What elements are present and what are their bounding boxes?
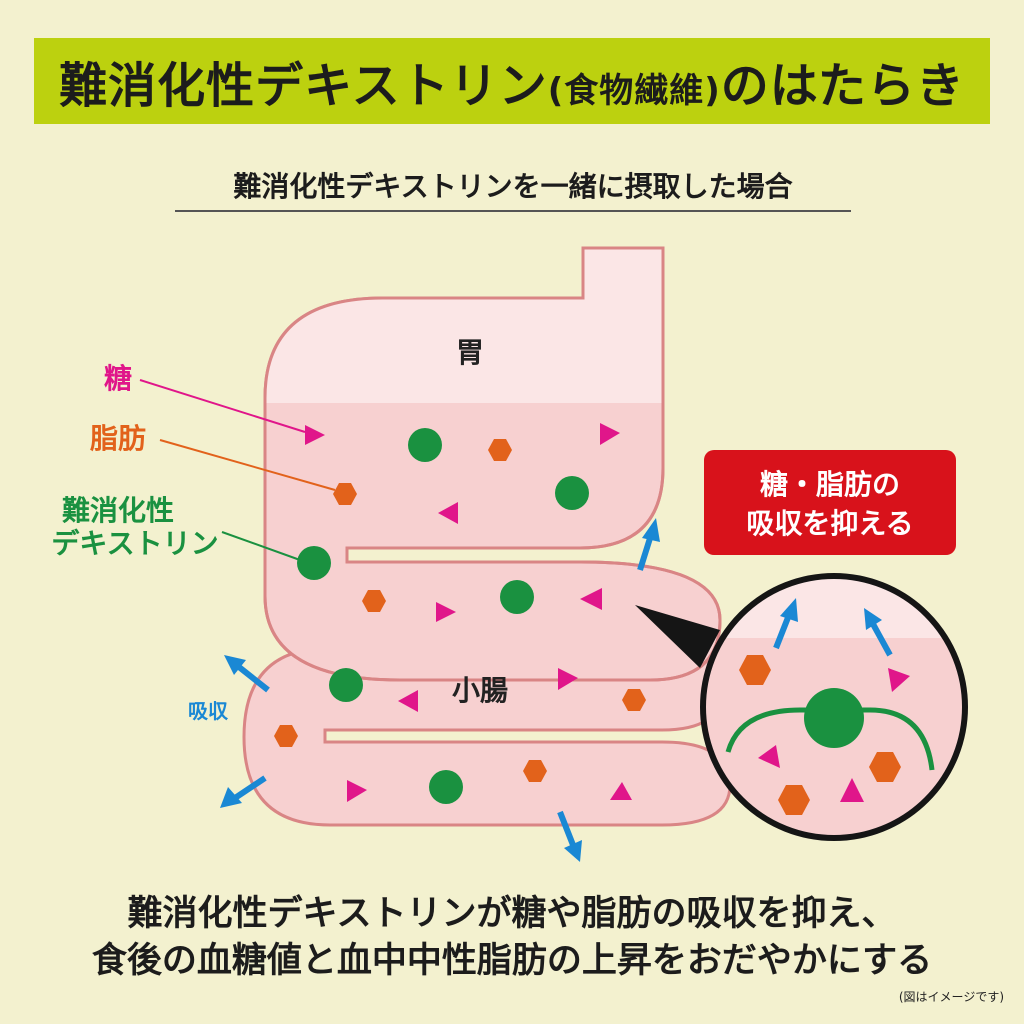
legend-fiber-label-2: デキストリン <box>51 527 218 560</box>
zoom-pointer <box>635 605 720 668</box>
footer-line-2: 食後の血糖値と血中中性脂肪の上昇をおだやかにする <box>91 941 933 981</box>
sugar-particle <box>758 745 780 768</box>
fat-particle <box>739 655 771 685</box>
fiber-particles <box>297 428 589 804</box>
absorption-callout: 糖・脂肪の 吸収を抑える <box>704 450 956 555</box>
sugar-particle <box>347 780 367 802</box>
legend-fat-label: 脂肪 <box>90 422 146 455</box>
sugar-particle <box>438 502 458 524</box>
title-paren: (食物繊維) <box>547 71 721 111</box>
arrow-icon <box>637 518 660 571</box>
fiber-leader-line <box>221 531 301 561</box>
sugar-particle <box>580 588 602 610</box>
zoom-circle <box>700 573 968 841</box>
sugar-particle <box>436 602 456 622</box>
legend-fiber-label-1: 難消化性 <box>62 494 174 527</box>
legend-sugar-label: 糖 <box>104 362 132 395</box>
page-title: 難消化性デキストリン(食物繊維)のはたらき <box>59 46 965 116</box>
sugar-leader-line <box>139 379 306 433</box>
title-tail: のはたらき <box>720 58 965 114</box>
sugar-particle <box>840 778 864 802</box>
callout-line-1: 糖・脂肪の <box>760 468 900 501</box>
sugar-particle <box>888 668 910 692</box>
fat-particle <box>869 752 901 782</box>
absorption-arrows <box>220 518 660 862</box>
sugar-particle <box>558 668 578 690</box>
fiber-particle <box>329 668 363 702</box>
subtitle: 難消化性デキストリンを一緒に摂取した場合 <box>233 170 793 203</box>
fat-particle <box>622 689 646 711</box>
fiber-particle <box>408 428 442 462</box>
arrow-icon <box>557 810 582 862</box>
fiber-particle <box>500 580 534 614</box>
arrow-icon <box>864 608 893 657</box>
fiber-particle <box>429 770 463 804</box>
fat-particle <box>488 439 512 461</box>
fiber-particle <box>555 476 589 510</box>
fat-particle <box>778 785 810 815</box>
fat-particle <box>362 590 386 612</box>
fat-particle <box>274 725 298 747</box>
fiber-particle <box>297 546 331 580</box>
sugar-particle <box>305 425 325 445</box>
fat-particles <box>274 439 646 782</box>
fiber-particle <box>804 688 864 748</box>
title-main: 難消化性デキストリン <box>59 58 548 114</box>
fat-particle <box>523 760 547 782</box>
title-banner: 難消化性デキストリン(食物繊維)のはたらき <box>34 38 990 124</box>
footer-line-1: 難消化性デキストリンが糖や脂肪の吸収を抑え、 <box>127 894 897 934</box>
sugar-particle <box>600 423 620 445</box>
intestine-label: 小腸 <box>452 674 508 707</box>
arrow-icon <box>773 598 798 650</box>
callout-line-2: 吸収を抑える <box>746 507 913 540</box>
absorb-label: 吸収 <box>188 699 229 723</box>
stomach-label: 胃 <box>456 336 484 369</box>
subtitle-underline <box>175 210 851 212</box>
fat-leader-line <box>159 439 336 491</box>
sugar-particle <box>398 690 418 712</box>
image-note: (図はイメージです) <box>898 990 1004 1004</box>
sugar-particles <box>305 423 632 802</box>
arrow-icon <box>224 655 270 693</box>
fat-particle <box>333 483 357 505</box>
arrow-icon <box>220 775 267 808</box>
sugar-particle <box>610 782 632 800</box>
